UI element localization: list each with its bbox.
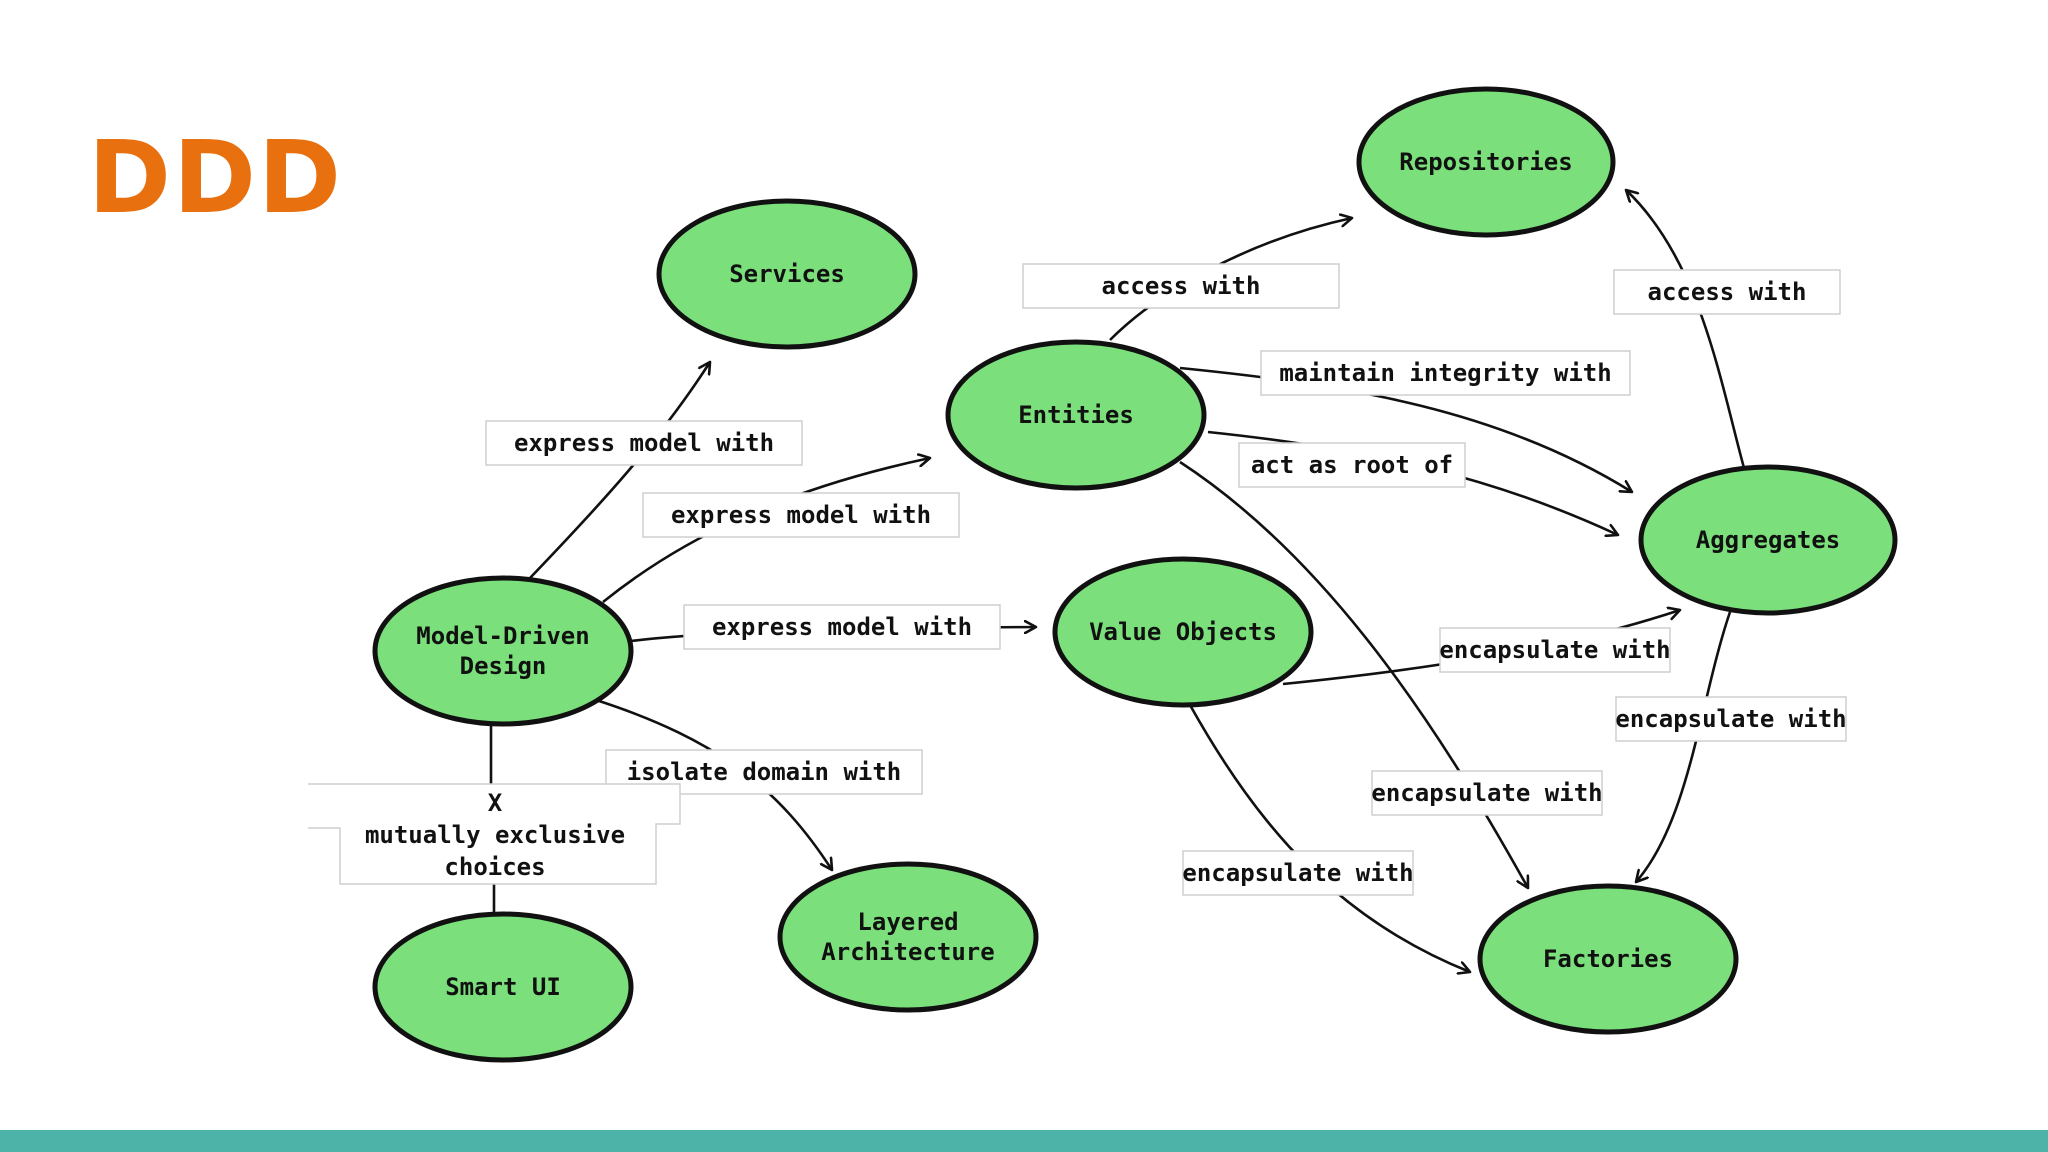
- edge-label-mdd-to-services: express model with: [485, 420, 803, 466]
- edge-label-text: encapsulate with: [1371, 779, 1602, 807]
- footer-bar: [0, 1130, 2048, 1152]
- edge-label-box: [683, 604, 1001, 650]
- edge-label-entities-to-repositories: access with: [1022, 263, 1340, 309]
- edge-label-text: maintain integrity with: [1279, 359, 1611, 387]
- edge-entities-to-factories: [1179, 460, 1528, 888]
- node-label: Entities: [1018, 401, 1134, 429]
- node-ellipse: [945, 339, 1207, 491]
- edge-mdd-to-services: [529, 362, 710, 579]
- node-smart-ui: Smart UI: [372, 911, 634, 1063]
- edge-label-text: express model with: [712, 613, 972, 641]
- node-aggregates: Aggregates: [1638, 464, 1898, 616]
- edge-label-aggregates-to-repositories: access with: [1613, 269, 1841, 315]
- edge-label-mdd-to-value-objects: express model with: [683, 604, 1001, 650]
- edge-entities-to-aggregates-integrity: [1179, 366, 1632, 492]
- edge-label-entities-to-factories: encapsulate with: [1371, 770, 1603, 816]
- node-ellipse: [656, 198, 918, 350]
- node-services: Services: [656, 198, 918, 350]
- exclusive-note-box: [308, 783, 681, 885]
- edge-label-text: access with: [1648, 278, 1807, 306]
- node-ellipse: [777, 861, 1039, 1013]
- edge-label-entities-root-of-aggregates: act as root of: [1238, 442, 1466, 488]
- edge-aggregates-to-repositories: [1626, 190, 1746, 469]
- edge-label-text: express model with: [671, 501, 931, 529]
- node-repositories: Repositories: [1356, 86, 1616, 238]
- exclusive-note-line: X: [488, 789, 503, 817]
- node-ellipse: [1477, 883, 1739, 1035]
- edge-label-aggregates-to-factories: encapsulate with: [1615, 696, 1847, 742]
- node-label: Design: [460, 652, 547, 680]
- node-ellipse: [372, 911, 634, 1063]
- node-label: Repositories: [1399, 148, 1572, 176]
- node-label: Model-Driven: [416, 622, 589, 650]
- node-label: Value Objects: [1089, 618, 1277, 646]
- node-ellipse: [1052, 556, 1314, 708]
- edge-label-box: [1615, 696, 1847, 742]
- edge-label-text: encapsulate with: [1439, 636, 1670, 664]
- exclusive-note-line: choices: [444, 853, 545, 881]
- exclusive-note-line: mutually exclusive: [365, 821, 625, 849]
- edge-label-value-objects-to-aggregates: encapsulate with: [1439, 627, 1671, 673]
- edge-label-box: [1182, 850, 1414, 896]
- node-label: Layered: [857, 908, 958, 936]
- edge-label-box: [485, 420, 803, 466]
- nodes-layer: RepositoriesServicesEntitiesAggregatesMo…: [372, 86, 1898, 1063]
- node-label: Aggregates: [1696, 526, 1841, 554]
- edge-label-text: access with: [1102, 272, 1261, 300]
- edge-aggregates-to-factories: [1636, 611, 1732, 882]
- edge-label-box: [1022, 263, 1340, 309]
- edge-label-mdd-to-entities: express model with: [642, 492, 960, 538]
- node-ellipse: [1356, 86, 1616, 238]
- edge-label-box: [1613, 269, 1841, 315]
- edge-label-box: [1238, 442, 1466, 488]
- edge-label-box: [1439, 627, 1671, 673]
- edge-value-objects-to-factories: [1188, 704, 1470, 972]
- edge-label-text: act as root of: [1251, 451, 1453, 479]
- edge-label-box: [642, 492, 960, 538]
- slide-title: DDD: [88, 119, 344, 236]
- edge-label-value-objects-to-factories: encapsulate with: [1182, 850, 1414, 896]
- node-ellipse: [1638, 464, 1898, 616]
- node-entities: Entities: [945, 339, 1207, 491]
- edge-label-box: [1371, 770, 1603, 816]
- edge-label-text: encapsulate with: [1615, 705, 1846, 733]
- node-ellipse: [372, 575, 634, 727]
- edge-label-text: express model with: [514, 429, 774, 457]
- node-label: Services: [729, 260, 845, 288]
- edge-label-text: isolate domain with: [627, 758, 902, 786]
- node-label: Factories: [1543, 945, 1673, 973]
- edge-label-box: [1260, 350, 1631, 396]
- edge-labels-layer: access with access with maintain integrity…: [308, 263, 1847, 896]
- edge-label-entities-to-aggregates-integrity: maintain integrity with: [1260, 350, 1631, 396]
- edge-label-text: encapsulate with: [1182, 859, 1413, 887]
- node-label: Smart UI: [445, 973, 561, 1001]
- node-label: Architecture: [821, 938, 994, 966]
- node-value-objects: Value Objects: [1052, 556, 1314, 708]
- node-factories: Factories: [1477, 883, 1739, 1035]
